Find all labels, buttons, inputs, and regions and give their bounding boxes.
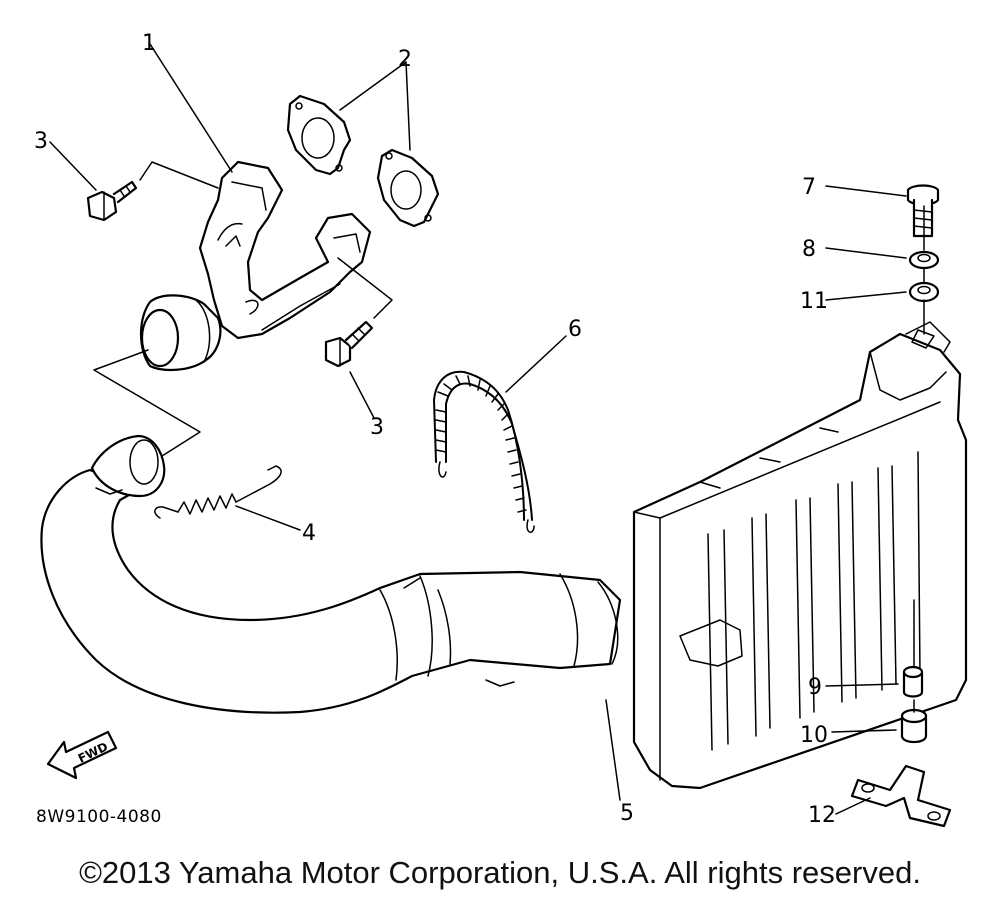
bolt-part-3-upper (86, 180, 138, 222)
gasket-part-2-upper (286, 94, 352, 176)
bolt-part-3-lower (324, 320, 374, 368)
collar-part-9 (902, 665, 924, 698)
diagram-code: 8W9100-4080 (36, 807, 162, 827)
fwd-arrow-icon: FWD (46, 730, 118, 780)
grommet-part-11 (908, 281, 940, 303)
callout-3-lower: 3 (370, 415, 384, 440)
copyright-notice: ©2013 Yamaha Motor Corporation, U.S.A. A… (79, 855, 921, 890)
bracket-part-12 (850, 764, 952, 828)
callout-12: 12 (808, 803, 836, 828)
callout-11: 11 (800, 289, 828, 314)
bolt-part-7 (906, 184, 940, 238)
callout-labels: 1 2 3 3 4 5 6 7 8 11 9 10 12 (34, 31, 836, 828)
spring-part-4 (154, 465, 282, 519)
callout-1: 1 (142, 31, 156, 56)
leader-lines (49, 43, 925, 815)
callout-4: 4 (302, 521, 316, 546)
exhaust-muffler-part-5 (40, 321, 968, 790)
callout-8: 8 (802, 237, 816, 262)
callout-10: 10 (800, 723, 828, 748)
callout-7: 7 (802, 175, 816, 200)
damper-part-10 (900, 708, 928, 744)
exhaust-manifold-part-1 (140, 160, 372, 372)
washer-part-8 (908, 250, 940, 270)
spring-part-6 (433, 370, 535, 533)
callout-6: 6 (568, 317, 582, 342)
callout-9: 9 (808, 675, 822, 700)
gasket-part-2-lower (376, 148, 440, 228)
callout-2: 2 (398, 47, 412, 72)
callout-3-upper: 3 (34, 129, 48, 154)
callout-5: 5 (620, 801, 634, 826)
